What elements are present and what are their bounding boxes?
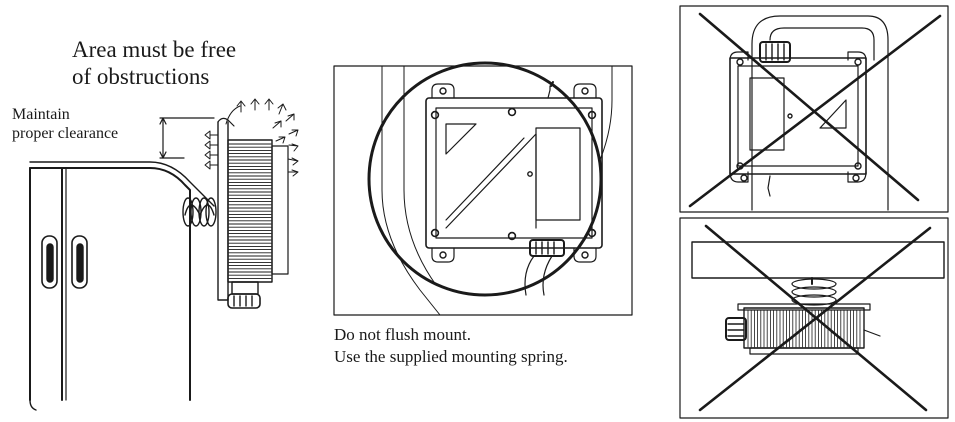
incorrect-panel-top — [679, 5, 949, 213]
incorrect-x-mark — [698, 12, 920, 202]
clearance-heading-line1: Area must be free — [72, 37, 237, 62]
clearance-dimension — [159, 117, 215, 159]
enclosure-top-view — [425, 81, 603, 296]
clearance-label-line2: proper clearance — [12, 125, 119, 142]
door-handle-right — [71, 235, 88, 289]
mounting-note-line2: Use the supplied mounting spring. — [334, 347, 568, 366]
correct-mount-panel — [333, 61, 633, 316]
clearance-heading-line2: of obstructions — [72, 64, 210, 89]
cabinet-illustration — [29, 161, 215, 411]
door-handle-left — [41, 235, 58, 289]
clearance-label-line1: Maintain — [12, 106, 70, 123]
unit-side-view — [217, 117, 289, 309]
incorrect-panel-bottom — [679, 217, 949, 419]
mounting-spring — [182, 197, 217, 227]
highlight-circle — [367, 61, 603, 297]
mounting-note-line1: Do not flush mount. — [334, 325, 471, 344]
airflow-arrows — [204, 98, 299, 177]
